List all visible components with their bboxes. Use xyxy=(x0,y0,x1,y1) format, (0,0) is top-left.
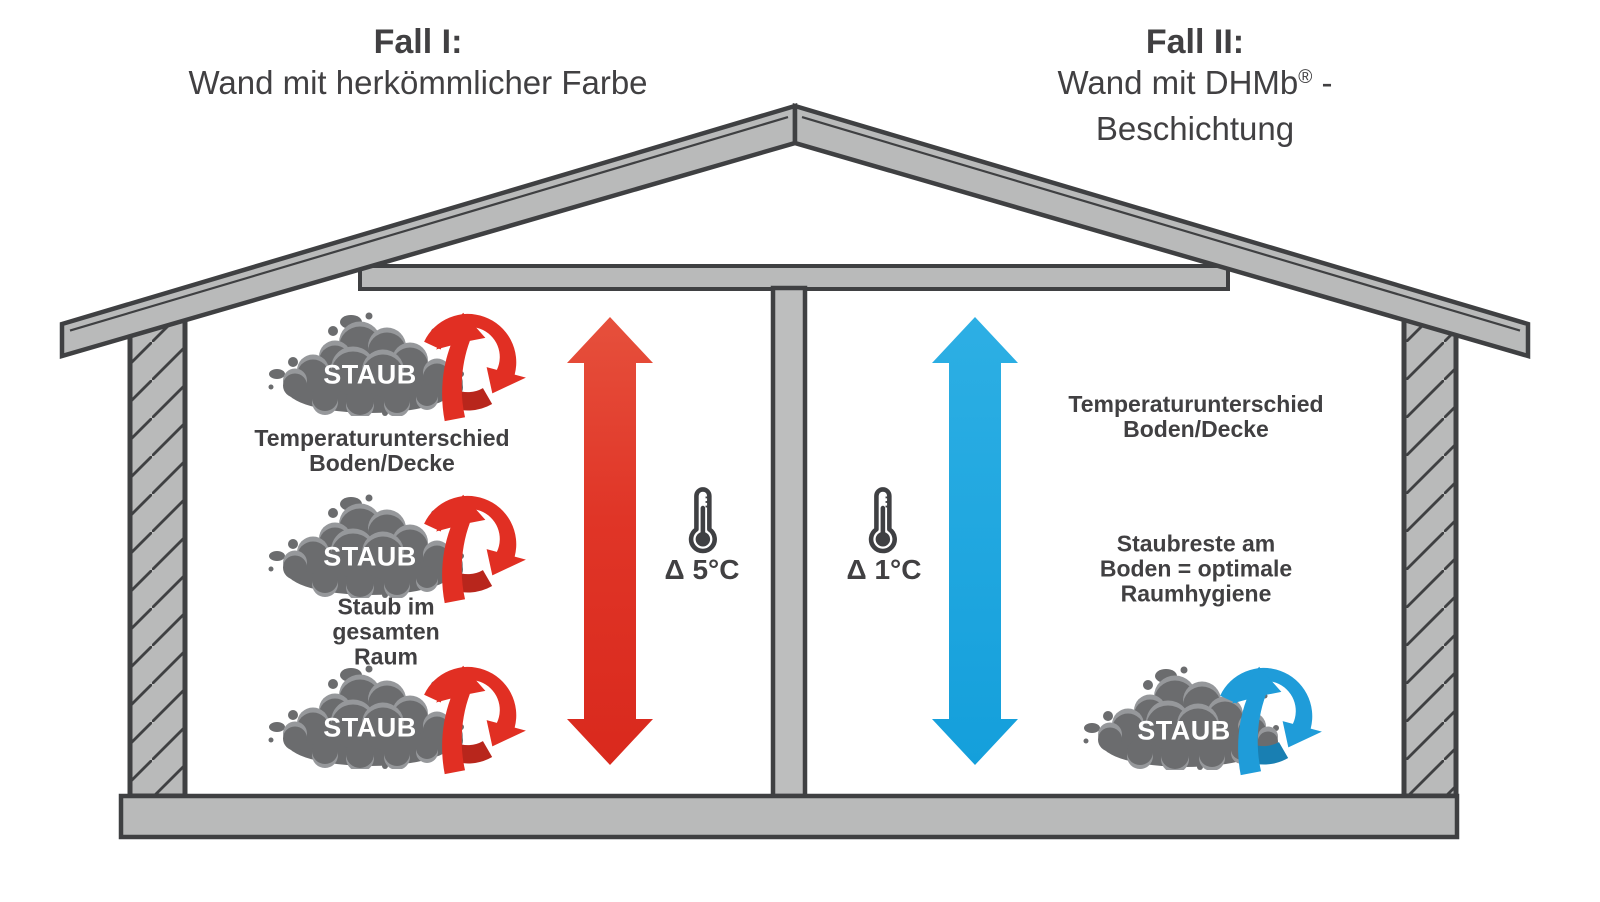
staub-label: STAUB xyxy=(1137,715,1231,746)
title-case-1-heading: Fall I: xyxy=(373,23,463,61)
caption-temperature-right: Temperaturunterschied Boden/Decke xyxy=(1068,391,1324,442)
caption-dust-right: Staubreste am Boden = optimale Raumhygie… xyxy=(1099,530,1293,607)
title-case-1-subtitle: Wand mit herkömmlicher Farbe xyxy=(188,64,648,101)
title-case-2-subtitle: Wand mit DHMb® - Beschichtung xyxy=(993,63,1398,149)
roof-left-beam xyxy=(59,102,798,359)
subtitle-text: - Beschichtung xyxy=(1095,64,1333,147)
temperature-delta-right: Δ 1°C xyxy=(846,554,922,585)
floor-slab xyxy=(118,793,1460,840)
cold-vertical-arrow-icon xyxy=(932,317,1018,765)
hot-vertical-arrow-icon xyxy=(567,317,653,765)
temperature-delta-left: Δ 5°C xyxy=(664,554,740,585)
ceiling-beam xyxy=(358,264,1230,291)
staub-label: STAUB xyxy=(323,541,417,572)
subtitle-text: Wand mit DHMb xyxy=(1057,64,1299,101)
wall-left xyxy=(127,307,188,799)
staub-label: STAUB xyxy=(323,712,417,743)
wall-right xyxy=(1401,307,1459,799)
staub-label: STAUB xyxy=(323,359,417,390)
title-case-2-heading: Fall II: xyxy=(1145,23,1245,61)
thermometer-icon xyxy=(871,489,895,551)
caption-temperature-left: Temperaturunterschied Boden/Decke xyxy=(254,425,510,476)
caption-dust-left: Staub im gesamten Raum xyxy=(332,593,440,670)
registered-trademark-sign: ® xyxy=(1298,67,1313,89)
thermometer-icon xyxy=(691,489,715,551)
title-case-2: Fall II: Wand mit DHMb® - Beschichtung xyxy=(993,22,1398,149)
roof-right-beam xyxy=(792,102,1531,359)
title-case-1: Fall I: Wand mit herkömmlicher Farbe xyxy=(188,22,647,103)
divider-wall xyxy=(770,285,808,799)
